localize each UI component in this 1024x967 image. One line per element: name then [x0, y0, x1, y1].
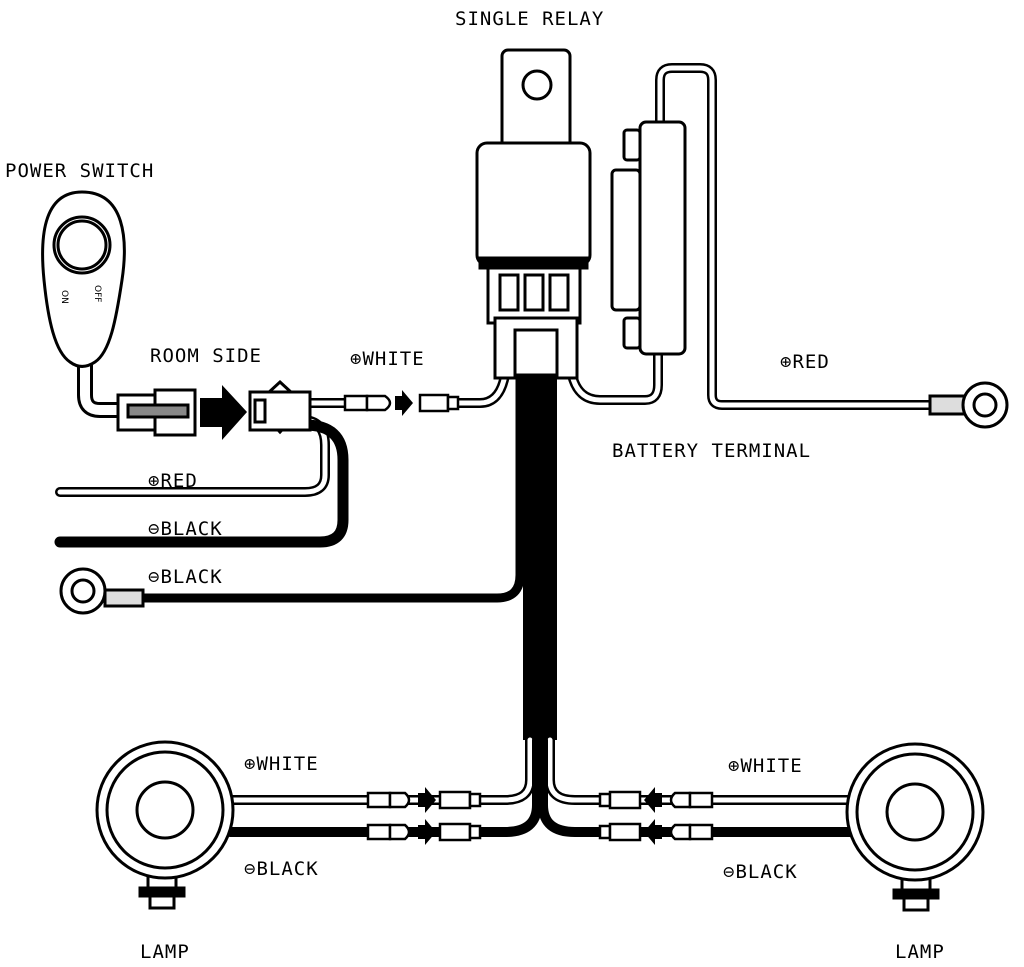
lamp-wires	[225, 735, 870, 837]
right-black-label: ⊖BLACK	[723, 861, 798, 883]
room-side-connector	[248, 379, 312, 435]
white-switch-wire	[300, 370, 510, 408]
white-bullet-connector-female	[418, 393, 460, 413]
white-bullet-connector-male	[343, 394, 392, 412]
connect-arrow-icon	[395, 390, 413, 416]
ground-ring-terminal	[59, 567, 145, 615]
single-relay-label: SINGLE RELAY	[455, 8, 604, 30]
fuse-holder	[610, 120, 687, 356]
relay-white-label: ⊕WHITE	[350, 348, 425, 370]
right-lamp	[845, 742, 985, 912]
power-switch	[41, 190, 126, 368]
left-black-label: ⊖BLACK	[244, 858, 319, 880]
red-battery-wire	[655, 63, 940, 410]
connect-arrow-icon	[200, 385, 247, 440]
relay-mount-hole	[521, 69, 553, 101]
relay-fuse-wire	[567, 345, 663, 405]
left-white-label: ⊕WHITE	[244, 753, 319, 775]
left-lamp-connectors	[366, 787, 482, 845]
left-lamp-label: LAMP	[140, 941, 190, 963]
harness-black-label: ⊖BLACK	[148, 518, 223, 540]
right-lamp-label: LAMP	[895, 941, 945, 963]
connect-arrow-icon	[418, 787, 436, 813]
main-harness	[523, 378, 557, 740]
room-side-label: ROOM SIDE	[150, 345, 262, 367]
power-switch-label: POWER SWITCH	[5, 160, 154, 182]
left-lamp	[95, 740, 235, 910]
switch-off-label: OFF	[92, 285, 102, 302]
connect-arrow-icon	[418, 819, 436, 845]
ground-black-wire	[135, 373, 525, 603]
battery-ring-terminal	[928, 381, 1009, 429]
switch-connector	[116, 388, 197, 437]
connect-arrow-icon	[644, 819, 662, 845]
relay-body	[475, 141, 592, 267]
harness-black-wire	[54, 419, 349, 548]
harness-red-label: ⊕RED	[148, 470, 198, 492]
switch-cable	[77, 357, 128, 418]
fuse-red-label: ⊕RED	[780, 351, 830, 373]
right-white-label: ⊕WHITE	[728, 755, 803, 777]
single-relay	[475, 48, 592, 380]
ground-black-label: ⊖BLACK	[148, 566, 223, 588]
connect-arrow-icon	[644, 787, 662, 813]
right-lamp-connectors	[598, 787, 714, 845]
battery-terminal-label: BATTERY TERMINAL	[612, 440, 811, 462]
switch-on-label: ON	[59, 290, 69, 304]
